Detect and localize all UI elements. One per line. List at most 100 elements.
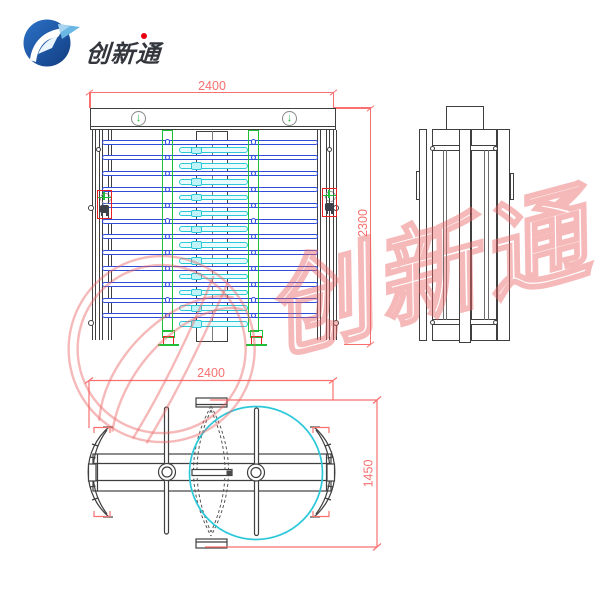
arm-pivot-bolt xyxy=(164,202,170,208)
side-top-cap xyxy=(446,106,484,130)
side-panel xyxy=(431,129,460,341)
arm-pivot-bolt xyxy=(250,297,256,303)
side-outer-column xyxy=(497,129,510,341)
arm-pivot-bolt xyxy=(250,250,256,256)
post-bolt xyxy=(332,320,339,326)
side-outer-column xyxy=(419,129,427,341)
arm-pivot-bolt xyxy=(250,155,256,161)
plan-top-post xyxy=(195,397,228,408)
post-line xyxy=(95,130,96,340)
plan-mount-brackets xyxy=(93,426,330,518)
front-width-dimension: 2400 xyxy=(198,79,226,93)
arm-pivot-bolt xyxy=(164,281,170,287)
rotor-arm-sleeve xyxy=(191,273,202,281)
column-foot-base xyxy=(157,344,179,346)
rotor-arm-cyan xyxy=(179,147,248,153)
plan-dimensions xyxy=(84,377,382,551)
guide-column-left xyxy=(162,130,173,332)
post-bolt xyxy=(326,146,332,152)
rotor-arm-sleeve xyxy=(191,146,202,154)
plan-rotor-swing-circle xyxy=(188,405,324,541)
lock-leg xyxy=(330,210,333,214)
side-inner-line xyxy=(484,150,485,320)
post-line xyxy=(333,130,334,340)
rotor-arm-blue xyxy=(102,155,318,161)
rotor-arm-sleeve xyxy=(191,178,202,186)
rotor-arm-cyan xyxy=(179,289,248,296)
brand-logo: 创新通 xyxy=(18,12,208,72)
arm-pivot-bolt xyxy=(250,171,256,177)
rotor-arm-sleeve xyxy=(191,209,202,218)
rotor-arm-blue xyxy=(102,313,318,319)
arm-pivot-bolt xyxy=(164,313,170,319)
arm-pivot-bolt xyxy=(250,218,256,224)
arm-pivot-bolt xyxy=(250,313,256,319)
side-bolt xyxy=(429,319,435,325)
rotor-arm-cyan xyxy=(179,210,248,217)
top-plan-view: 2400 1450 xyxy=(84,366,382,551)
rotor-arm-cyan xyxy=(179,226,248,232)
post-bolt xyxy=(87,320,94,326)
dim-line xyxy=(90,92,334,94)
header-beam-line xyxy=(90,125,336,127)
side-bolt xyxy=(429,145,435,151)
rotor-arm-blue xyxy=(102,250,318,256)
arm-pivot-bolt xyxy=(164,250,170,256)
arm-pivot-bolt xyxy=(164,234,170,240)
side-bolt xyxy=(492,145,498,151)
arm-pivot-bolt xyxy=(164,265,170,271)
arm-pivot-bolt xyxy=(164,218,170,224)
side-inner-line xyxy=(487,150,489,320)
arm-pivot-bolt xyxy=(164,297,170,303)
arm-pivot-bolt xyxy=(250,186,256,192)
plan-rotor-hub-inner xyxy=(250,466,262,479)
down-arrow-in-circle-icon: ↓ xyxy=(131,111,146,126)
plan-depth-dimension: 1450 xyxy=(362,460,376,488)
post-bolt xyxy=(87,204,94,211)
lock-icon xyxy=(100,205,109,213)
dim-ext xyxy=(333,92,335,108)
post-line xyxy=(336,130,337,340)
arm-pivot-bolt xyxy=(250,202,256,208)
rotor-arm-blue xyxy=(102,171,318,177)
post-line xyxy=(326,130,327,340)
post-bolt xyxy=(95,146,101,152)
rotor-arm-cyan xyxy=(179,163,248,169)
rotor-arm-sleeve xyxy=(191,162,202,170)
rotor-arm-cyan xyxy=(179,273,248,280)
rotor-arm-cyan xyxy=(179,194,248,201)
rotor-arm-sleeve xyxy=(191,225,202,233)
guide-column-right xyxy=(248,130,259,332)
arm-pivot-bolt xyxy=(164,171,170,177)
plan-swept-lens xyxy=(193,405,229,537)
swoosh-globe-icon xyxy=(23,19,80,67)
rotor-arm-blue xyxy=(102,139,318,145)
logo-accent-dot xyxy=(141,33,147,39)
rotor-arm-cyan xyxy=(179,305,248,311)
plan-blade-horizontal xyxy=(191,468,233,477)
down-arrow-in-circle-icon: ↓ xyxy=(282,111,297,126)
side-inner-line xyxy=(442,150,444,320)
lock-assembly-left xyxy=(97,190,112,219)
arm-pivot-bolt xyxy=(250,281,256,287)
column-foot xyxy=(161,330,175,338)
brand-logo-text: 创新通 xyxy=(84,40,162,68)
lock-leg xyxy=(326,210,329,214)
rotor-arm-blue xyxy=(102,281,318,287)
column-foot xyxy=(249,330,263,338)
post-line xyxy=(329,130,330,340)
green-cross xyxy=(328,190,330,198)
rotor-arm-blue xyxy=(102,234,318,240)
rotor-arm-sleeve xyxy=(191,194,202,202)
dim-ext xyxy=(344,344,371,346)
side-inner-line xyxy=(446,150,447,320)
rotor-arm-sleeve xyxy=(191,288,202,297)
post-line xyxy=(99,130,100,340)
side-bolt xyxy=(492,319,498,325)
rotor-arm-cyan xyxy=(179,258,248,264)
side-tab xyxy=(416,171,420,200)
arm-pivot-bolt xyxy=(250,139,256,145)
